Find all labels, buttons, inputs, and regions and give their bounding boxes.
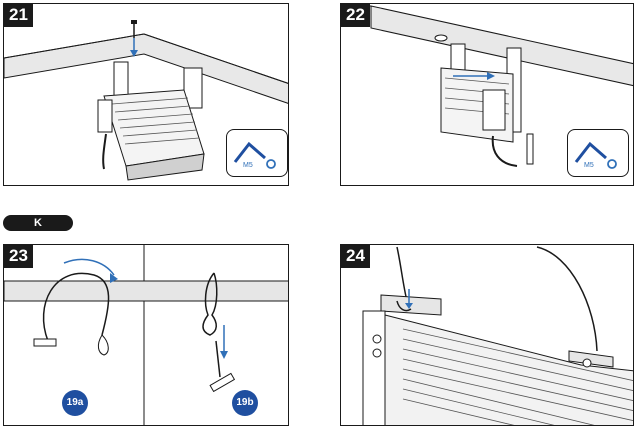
- tool-badge-m5: M5: [226, 129, 288, 177]
- panel-step-21: 21 M5: [3, 3, 289, 186]
- tool-size-label: M5: [243, 162, 253, 169]
- step-21-illustration: [4, 20, 288, 181]
- step-number-23: 23: [4, 245, 33, 268]
- step-number-22: 22: [341, 4, 370, 27]
- tool-badge-m5: M5: [567, 129, 629, 177]
- step-24-illustration: [362, 246, 633, 425]
- panel-step-24: 24: [340, 244, 634, 426]
- step-number-24: 24: [341, 245, 370, 268]
- step-number-21: 21: [4, 4, 33, 27]
- step-23-illustration: [4, 245, 288, 425]
- step-22-illustration: [341, 5, 633, 167]
- callout-19b: 19b: [232, 390, 258, 416]
- section-tag-k: K: [3, 215, 73, 231]
- callout-19a: 19a: [62, 390, 88, 416]
- panel-step-23: 23 19a 19b: [3, 244, 289, 426]
- tool-size-label: M5: [584, 162, 594, 169]
- panel-step-22: 22 M5: [340, 3, 634, 186]
